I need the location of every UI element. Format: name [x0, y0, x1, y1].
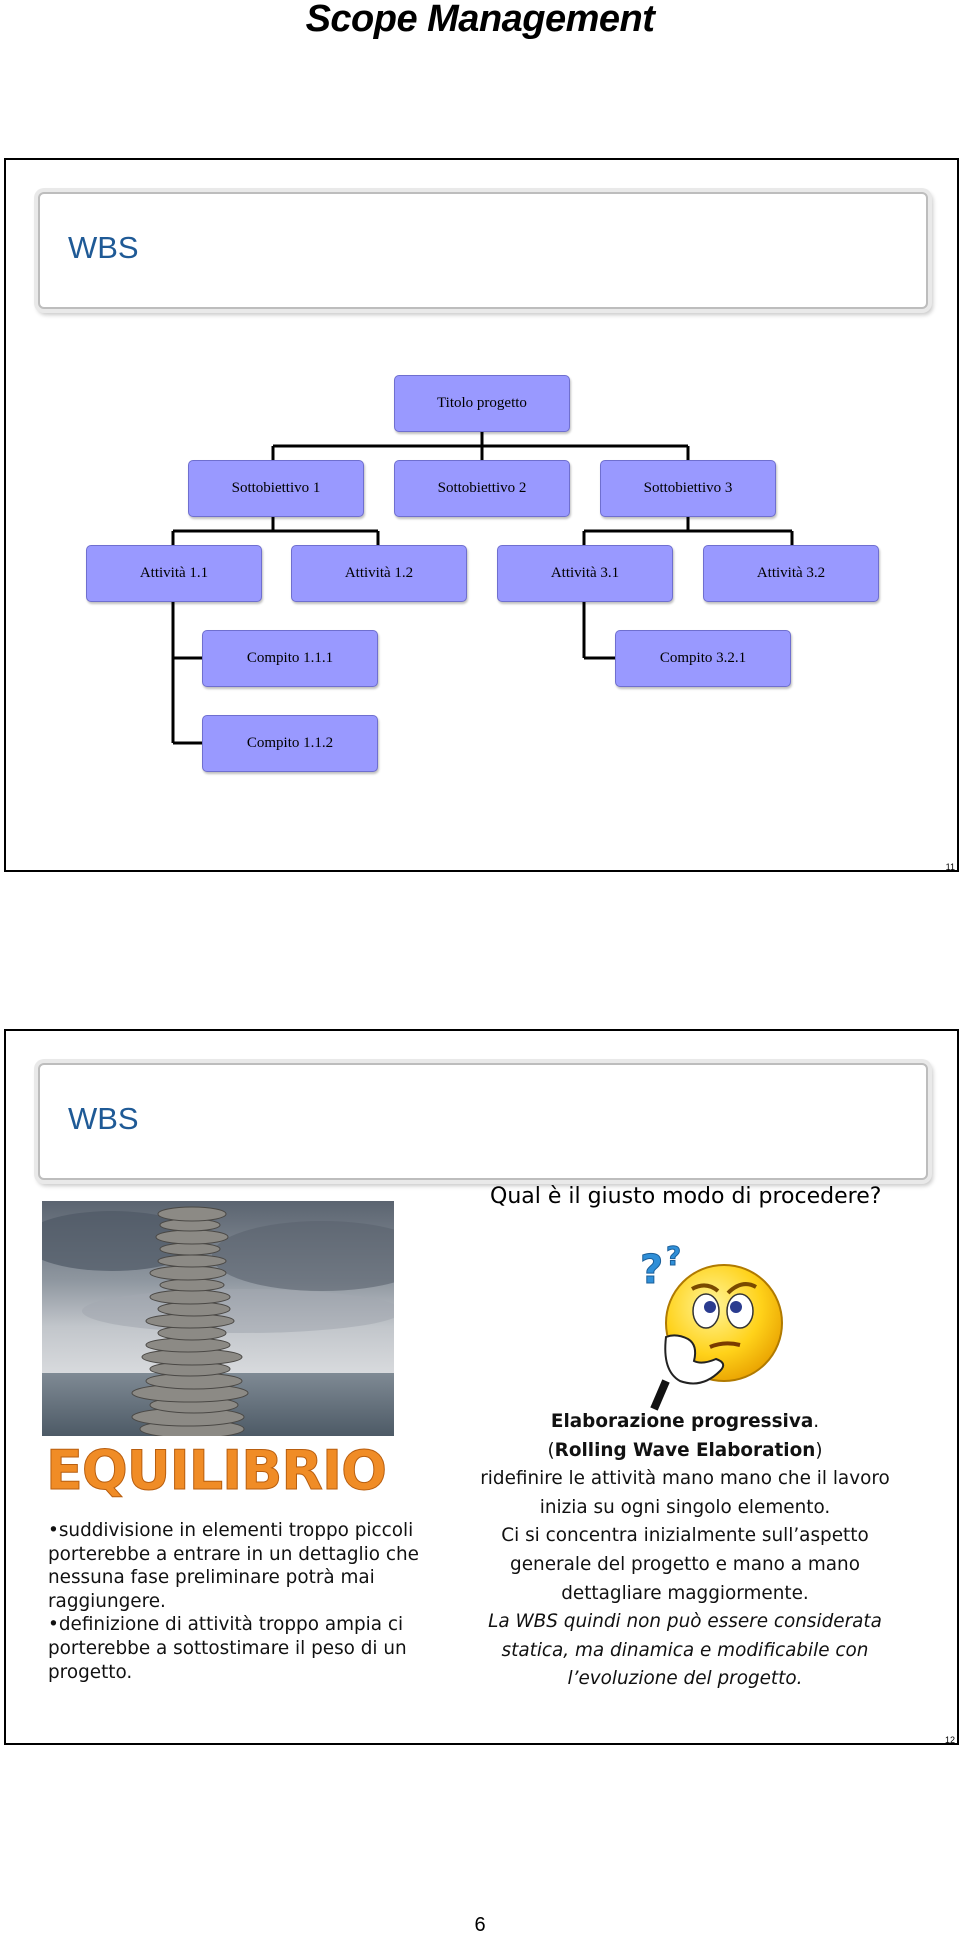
slide-11: WBS Titolo progetto Sottobiettivo 1 Sott… [4, 158, 959, 872]
bullet-item: •definizione di attività troppo ampia ci… [48, 1614, 407, 1683]
wbs-connectors [171, 432, 794, 745]
progressive-elaboration-text: Elaborazione progressiva. (Rolling Wave … [460, 1408, 910, 1694]
italic-paragraph: La WBS quindi non può essere considerata… [488, 1611, 882, 1690]
slide-title: WBS [68, 1101, 139, 1136]
slide-number: 12 [944, 1735, 955, 1745]
page-number: 6 [474, 1914, 486, 1936]
wbs-node-attivita-3-2: Attività 3.2 [703, 545, 879, 602]
thinking-face-icon: ? ? [632, 1241, 802, 1411]
wbs-node-sottobiettivo-2: Sottobiettivo 2 [394, 460, 570, 517]
stone-stack-photo [42, 1201, 394, 1436]
slide-title-box: WBS [38, 1063, 928, 1180]
bullet-list: •suddivisione in elementi troppo piccoli… [48, 1519, 428, 1684]
svg-text:?: ? [666, 1242, 681, 1272]
wbs-node-sottobiettivo-1: Sottobiettivo 1 [188, 460, 364, 517]
wbs-node-attivita-1-1: Attività 1.1 [86, 545, 262, 602]
wbs-node-attivita-3-1: Attività 3.1 [497, 545, 673, 602]
rolling-wave-text: Rolling Wave Elaboration [554, 1439, 816, 1461]
slide-title-box: WBS [38, 192, 928, 309]
paragraph: Ci si concentra inizialmente sull’aspett… [501, 1525, 869, 1604]
question-text: Qual è il giusto modo di procedere? [490, 1184, 882, 1209]
wbs-node-compito-1-1-1: Compito 1.1.1 [202, 630, 378, 687]
paragraph: ridefinire le attività mano mano che il … [480, 1468, 890, 1518]
wbs-node-compito-1-1-2: Compito 1.1.2 [202, 715, 378, 772]
bullet-item: •suddivisione in elementi troppo piccoli… [48, 1520, 419, 1612]
slide-12: WBS Qual è il giusto modo di procedere? [4, 1029, 959, 1745]
wbs-node-compito-3-2-1: Compito 3.2.1 [615, 630, 791, 687]
slide-number: 11 [945, 862, 955, 872]
slide-title: WBS [68, 230, 139, 265]
equilibrio-heading: EQUILIBRIO [46, 1439, 388, 1503]
page-title: Scope Management [305, 0, 655, 40]
heading-text: Elaborazione progressiva [550, 1411, 814, 1432]
wbs-node-root: Titolo progetto [394, 375, 570, 432]
wbs-node-attivita-1-2: Attività 1.2 [291, 545, 467, 602]
svg-text:?: ? [640, 1247, 663, 1293]
wbs-node-sottobiettivo-3: Sottobiettivo 3 [600, 460, 776, 517]
